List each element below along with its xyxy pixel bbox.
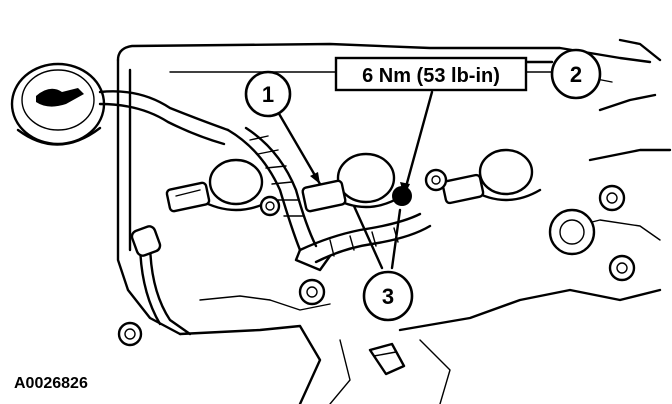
engine-block-outline bbox=[116, 38, 672, 404]
coil-pack-center bbox=[301, 152, 412, 213]
coil-pack-right bbox=[441, 148, 542, 205]
callout-1-circle bbox=[244, 70, 292, 118]
oil-filler-cap bbox=[10, 62, 106, 146]
torque-spec-text: 6 Nm (53 lb-in) bbox=[362, 65, 500, 87]
torque-spec-box bbox=[334, 56, 528, 92]
callout-2: 2 bbox=[550, 48, 602, 100]
coil-pack-left bbox=[165, 158, 274, 213]
harness-left bbox=[98, 90, 230, 336]
callout-2-circle bbox=[550, 48, 602, 100]
callout-3-number: 3 bbox=[382, 284, 394, 309]
callout-1-number: 1 bbox=[262, 82, 274, 107]
callout-2-number: 2 bbox=[570, 62, 582, 87]
callout-3-circle bbox=[362, 270, 414, 322]
lower-fitting bbox=[368, 342, 406, 376]
torque-spec-label: 6 Nm (53 lb-in) bbox=[334, 56, 528, 92]
figure-id: A0026826 bbox=[14, 375, 88, 392]
bolts bbox=[117, 168, 636, 347]
callout-3: 3 bbox=[362, 270, 414, 322]
callout-1: 1 bbox=[244, 70, 292, 118]
leader-lines bbox=[276, 60, 554, 270]
